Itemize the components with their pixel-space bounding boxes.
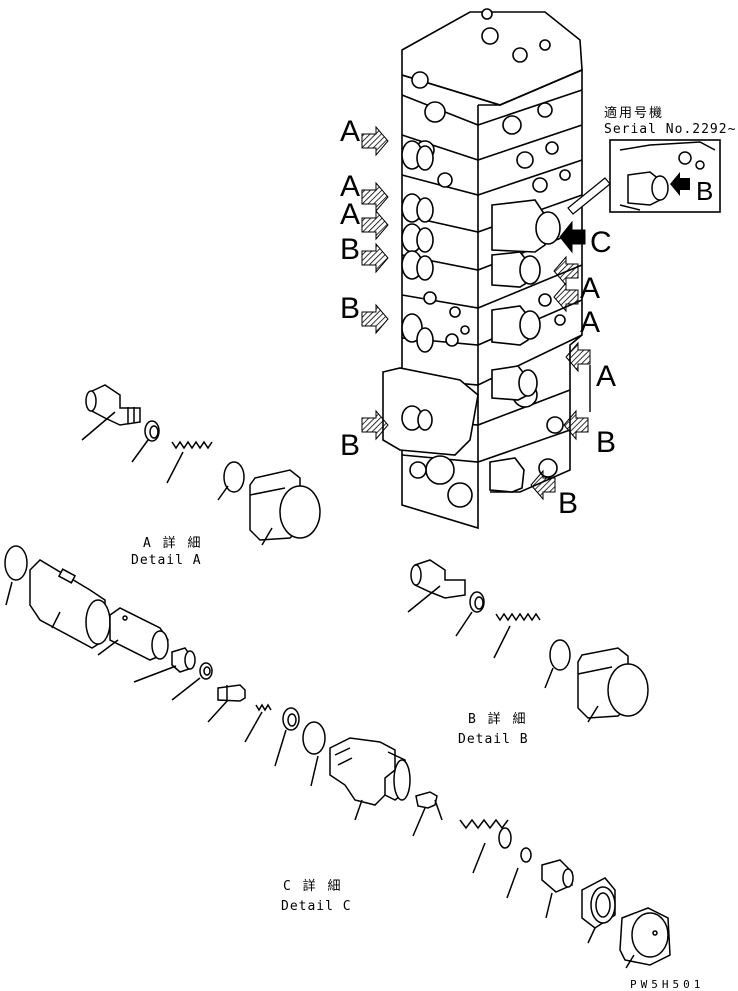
detail-b-parts bbox=[407, 559, 649, 723]
detail-b-en: Detail B bbox=[458, 732, 529, 747]
callout-a-2: A bbox=[340, 170, 360, 203]
callout-b-4: B bbox=[596, 426, 616, 459]
callout-a-3: A bbox=[340, 198, 360, 231]
callout-c: C bbox=[590, 226, 612, 259]
drawing-code: PW5H501 bbox=[630, 978, 704, 991]
callout-a-5: A bbox=[580, 306, 600, 339]
detail-c-en: Detail C bbox=[281, 899, 352, 914]
callout-a-6: A bbox=[596, 360, 616, 393]
detail-b-label: B 詳 細 Detail B bbox=[458, 711, 529, 747]
serial-inset: 適用号機 Serial No.2292~ B bbox=[567, 105, 736, 215]
inset-callout-b: B bbox=[696, 176, 713, 206]
right-plugs bbox=[489, 199, 561, 493]
detail-c-jp: C 詳 細 bbox=[283, 878, 342, 894]
serial-note-en: Serial No.2292~ bbox=[604, 122, 736, 137]
callout-b-2: B bbox=[340, 292, 360, 325]
callout-b-5: B bbox=[558, 487, 578, 520]
detail-b-jp: B 詳 細 bbox=[468, 711, 527, 727]
callout-a-1: A bbox=[340, 115, 360, 148]
callout-b-1: B bbox=[340, 233, 360, 266]
detail-a-label: A 詳 細 Detail A bbox=[131, 535, 202, 568]
callout-a-4: A bbox=[580, 272, 600, 305]
detail-c-parts bbox=[4, 545, 671, 969]
serial-note-jp: 適用号機 bbox=[604, 105, 664, 121]
left-plugs bbox=[401, 140, 434, 431]
detail-c-label: C 詳 細 Detail C bbox=[281, 878, 352, 914]
detail-a-en: Detail A bbox=[131, 553, 202, 568]
callout-letters: A A A B B B C A A A B B bbox=[340, 115, 616, 520]
detail-a-parts bbox=[81, 384, 321, 546]
callout-b-3: B bbox=[340, 429, 360, 462]
detail-a-jp: A 詳 細 bbox=[143, 535, 202, 551]
callout-arrows bbox=[361, 125, 591, 501]
